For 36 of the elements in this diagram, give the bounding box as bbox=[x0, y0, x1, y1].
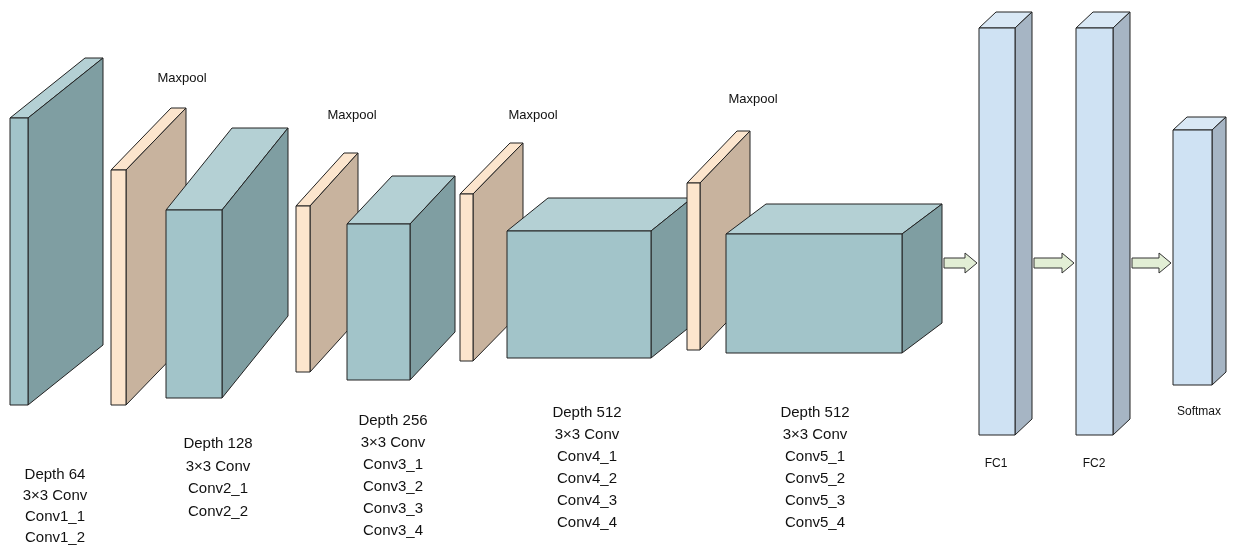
layer-description: Depth 512 bbox=[779, 402, 851, 422]
arrow bbox=[943, 252, 978, 274]
layer-description: Conv4_2 bbox=[555, 468, 618, 488]
layer-description: Conv3_1 bbox=[361, 454, 424, 474]
layer-description: Conv1_1 bbox=[23, 506, 86, 526]
layer-description: Conv5_1 bbox=[783, 446, 846, 466]
layer-label: FC1 bbox=[983, 455, 1009, 471]
layer-description: Conv2_2 bbox=[186, 500, 249, 521]
layer-description: Conv4_4 bbox=[555, 512, 618, 532]
layer-description: Conv3_4 bbox=[361, 520, 424, 540]
layer-description: Conv1_2 bbox=[23, 527, 86, 547]
layer-description: Depth 256 bbox=[357, 410, 429, 430]
layer-description: Conv5_3 bbox=[783, 490, 846, 510]
layer-label: Maxpool bbox=[156, 70, 208, 86]
layer-description: Depth 128 bbox=[182, 433, 254, 453]
layer-description: Depth 512 bbox=[551, 402, 623, 422]
layer-description: 3×3 Conv bbox=[553, 424, 621, 444]
arrow bbox=[1131, 252, 1172, 274]
layer-description: Conv3_2 bbox=[361, 476, 424, 496]
layer-description: 3×3 Conv bbox=[359, 432, 427, 452]
layer-description: Conv5_4 bbox=[783, 512, 846, 532]
layer-label: Maxpool bbox=[507, 107, 559, 123]
layer-description: 3×3 Conv bbox=[781, 424, 849, 444]
layer-label: Maxpool bbox=[326, 107, 378, 123]
layer-description: Conv5_2 bbox=[783, 468, 846, 488]
layer-description: Conv4_3 bbox=[555, 490, 618, 510]
layer-description: Conv3_3 bbox=[361, 498, 424, 518]
layer-label: Maxpool bbox=[727, 91, 779, 107]
layer-description: 3×3 Conv bbox=[21, 485, 89, 505]
layer-description: Conv2_1 bbox=[186, 478, 249, 498]
layer-description: Conv4_1 bbox=[555, 446, 618, 466]
layer-description: 3×3 Conv bbox=[184, 455, 252, 476]
layer-label: Softmax bbox=[1176, 403, 1222, 419]
layer-description: Depth 64 bbox=[23, 464, 87, 484]
arrow bbox=[1033, 252, 1075, 274]
layer-label: FC2 bbox=[1081, 455, 1107, 471]
